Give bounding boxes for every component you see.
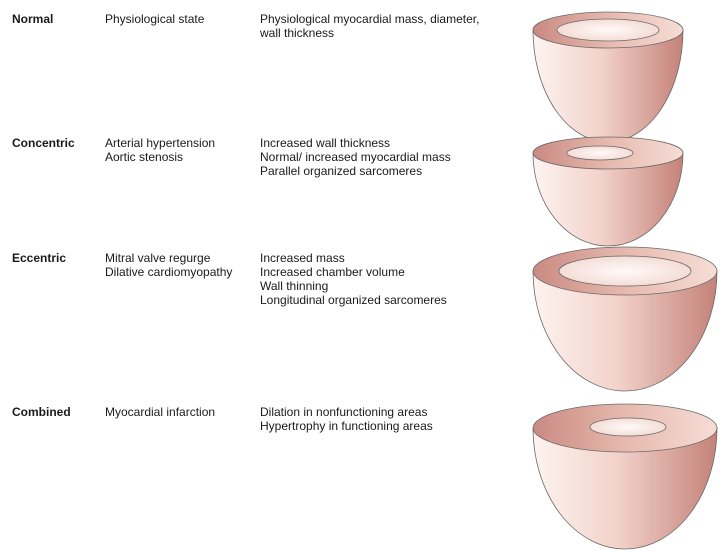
cause-item: Mitral valve regurge [105,251,232,265]
heart-concentric-illustration [530,135,720,247]
effect-list: Dilation in nonfunctioning areas Hypertr… [260,405,433,433]
effect-item: Wall thinning [260,279,447,293]
effect-list: Physiological myocardial mass, diameter,… [260,12,479,40]
cause-list: Myocardial infarction [105,405,215,419]
effect-item: wall thickness [260,26,479,40]
cause-item: Physiological state [105,12,204,26]
cause-list: Physiological state [105,12,204,26]
effect-item: Parallel organized sarcomeres [260,164,451,178]
type-label: Eccentric [12,251,66,265]
effect-item: Increased mass [260,251,447,265]
effect-item: Increased wall thickness [260,136,451,150]
effect-list: Increased mass Increased chamber volume … [260,251,447,307]
effect-item: Increased chamber volume [260,265,447,279]
cause-item: Dilative cardiomyopathy [105,265,232,279]
heart-eccentric-illustration [530,245,724,395]
type-label: Combined [12,405,71,419]
effect-item: Longitudinal organized sarcomeres [260,293,447,307]
cause-item: Arterial hypertension [105,136,215,150]
effect-list: Increased wall thickness Normal/ increas… [260,136,451,178]
cause-item: Myocardial infarction [105,405,215,419]
type-label: Concentric [12,136,75,150]
heart-normal-illustration [530,10,720,135]
effect-item: Dilation in nonfunctioning areas [260,405,433,419]
type-label: Normal [12,12,53,26]
cause-list: Arterial hypertension Aortic stenosis [105,136,215,164]
cause-item: Aortic stenosis [105,150,215,164]
cause-list: Mitral valve regurge Dilative cardiomyop… [105,251,232,279]
effect-item: Physiological myocardial mass, diameter, [260,12,479,26]
effect-item: Hypertrophy in functioning areas [260,419,433,433]
effect-item: Normal/ increased myocardial mass [260,150,451,164]
heart-combined-illustration [530,402,724,552]
